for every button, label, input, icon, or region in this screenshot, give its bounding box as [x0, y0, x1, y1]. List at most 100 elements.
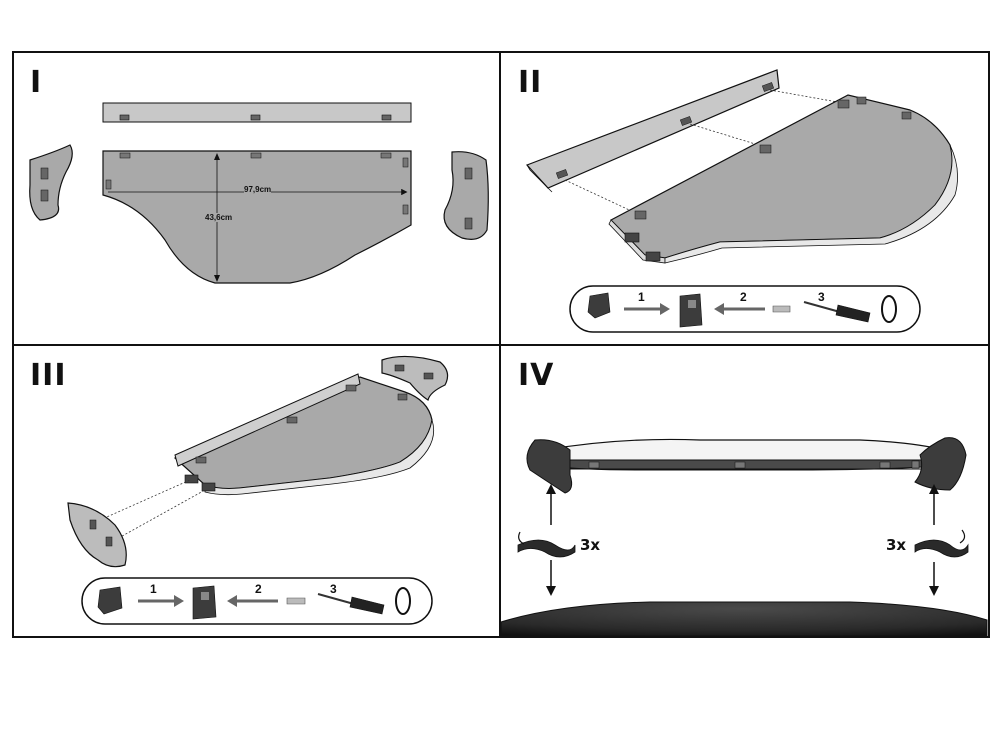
rail-clip [761, 82, 775, 92]
rail-clip [555, 169, 569, 179]
panel-clip [837, 99, 850, 109]
strap-icon-right [914, 539, 969, 558]
guide-line [99, 479, 191, 521]
clip-detail [201, 592, 209, 600]
step-label-3: III [30, 358, 67, 393]
dimension-arrow [214, 275, 220, 282]
dimension-arrow [214, 153, 220, 160]
screwdriver-icon [835, 304, 871, 323]
panel-3 [67, 355, 449, 625]
width-dimension-label: 97,9cm [244, 185, 272, 194]
end-cap-clip [464, 167, 473, 180]
step-label-4: IV [518, 358, 555, 393]
panel-1 [29, 102, 489, 284]
panel-clip [286, 416, 298, 424]
rail-clip [879, 461, 891, 469]
panel-clip [195, 456, 207, 464]
rail-clip [734, 461, 746, 469]
rail-clip [911, 460, 920, 469]
rail-clip [381, 114, 392, 121]
sequence-number-2: 2 [740, 290, 747, 304]
end-cap-clip [89, 519, 97, 530]
panel-clip [119, 152, 131, 159]
end-cap-clip [40, 167, 49, 180]
guide-line [689, 123, 766, 148]
strap-icon-left [517, 539, 576, 558]
left-end-cap [526, 439, 573, 494]
panel-clip [759, 144, 772, 154]
left-end-cap [29, 144, 73, 221]
arrow-head [929, 484, 939, 494]
step-label-1: I [30, 65, 43, 100]
panel-2 [525, 69, 958, 333]
sequence-number-1: 1 [638, 290, 645, 304]
panel-clip [345, 384, 357, 392]
clip-part-icon [587, 292, 611, 319]
rotate-arrow-right [959, 529, 966, 544]
rail-end [526, 164, 553, 193]
bottom-clip [184, 474, 199, 484]
screwdriver-icon [349, 596, 385, 615]
rotate-icon [881, 295, 897, 323]
arrow-head [174, 595, 184, 607]
height-dimension-label: 43,6cm [205, 213, 233, 222]
rail-clip [250, 114, 261, 121]
panel-clip [856, 96, 867, 105]
panel-clip [397, 393, 408, 401]
repeat-label-left: 3x [580, 536, 601, 554]
clip-part-icon [97, 586, 123, 615]
panel-clip [105, 179, 112, 190]
screwdriver-shaft [317, 593, 355, 605]
bottom-clip [624, 232, 640, 243]
end-cap-clip [105, 536, 113, 547]
visor-body [547, 459, 947, 471]
panel-edge [664, 144, 958, 264]
rail [174, 373, 361, 467]
arrow-head [227, 595, 237, 607]
assembled-clip-icon [192, 585, 217, 620]
rail-clip [679, 116, 693, 126]
end-cap-clip [423, 372, 434, 380]
bottom-clip [201, 482, 216, 492]
panel-clip [380, 152, 392, 159]
panel-edge [204, 419, 435, 496]
panel-clip [250, 152, 262, 159]
guide-line [564, 179, 641, 216]
left-end-cap [67, 502, 127, 568]
panel-4 [500, 437, 988, 637]
screwdriver-shaft [803, 301, 841, 313]
rotate-icon [395, 587, 411, 615]
bottom-clip [645, 251, 661, 262]
end-cap-clip [394, 364, 405, 372]
arrow-head [660, 303, 670, 315]
sequence-number-1: 1 [150, 582, 157, 596]
arrow-head [546, 586, 556, 596]
top-rail [102, 102, 412, 123]
sequence-number-3: 3 [818, 290, 825, 304]
rail-clip [119, 114, 130, 121]
screw-icon [772, 305, 791, 313]
truck-roof [500, 601, 988, 637]
right-end-cap [443, 151, 489, 240]
arrow-head [929, 586, 939, 596]
assembled-clip-icon [679, 293, 703, 328]
arrow-head [714, 303, 724, 315]
guide-line [114, 489, 206, 541]
arrow-head [546, 484, 556, 494]
step-label-2: II [518, 65, 543, 100]
panel-clip [402, 204, 409, 215]
guide-line [769, 89, 844, 104]
panel-clip [402, 157, 409, 168]
repeat-label-right: 3x [886, 536, 907, 554]
screw-icon [286, 597, 306, 605]
panel-clip [634, 210, 647, 220]
sequence-number-3: 3 [330, 582, 337, 596]
panel-clip [901, 111, 912, 120]
right-end-cap [914, 437, 967, 491]
visor-panel [102, 150, 412, 284]
clip-detail [688, 300, 696, 308]
sequence-number-2: 2 [255, 582, 262, 596]
end-cap-clip [464, 217, 473, 230]
rail-clip [588, 461, 600, 469]
